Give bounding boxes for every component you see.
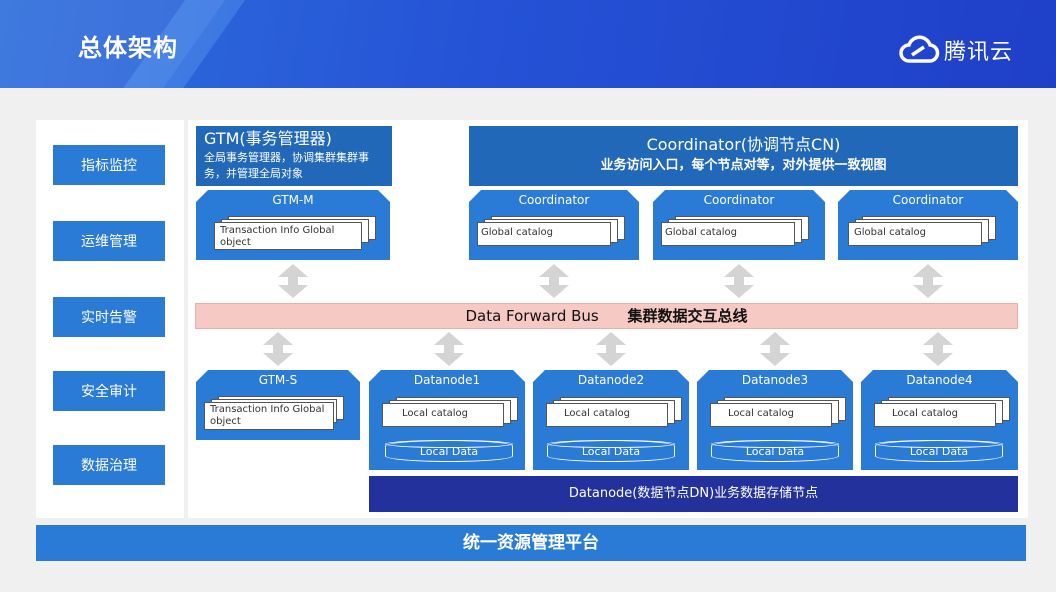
- datanode-title: Datanode2: [577, 373, 645, 387]
- document-icon: [874, 403, 996, 427]
- sidebar-panel: 指标监控 运维管理 实时告警 安全审计 数据治理: [36, 120, 184, 518]
- gtm-title: GTM(事务管理器): [204, 129, 332, 148]
- gtm-description-box: GTM(事务管理器) 全局事务管理器，协调集群集群事务，并管理全局对象: [196, 126, 392, 186]
- bidirectional-arrow-icon: [539, 264, 569, 298]
- document-icon: [382, 403, 504, 427]
- document-icon: [661, 222, 795, 246]
- gtm-m-title: GTM-M: [272, 193, 314, 207]
- document-icon: [204, 402, 334, 430]
- gtm-m-node[interactable]: GTM-M Transaction Info Global object: [196, 190, 390, 260]
- datanode-doc-label: Local catalog: [402, 408, 469, 419]
- coordinator-group-title: Coordinator(协调节点CN): [646, 135, 841, 154]
- datanode[interactable]: Datanode1 Local catalog Local Data: [369, 370, 525, 470]
- document-icon: [477, 222, 611, 246]
- document-icon: [214, 222, 362, 250]
- header-banner: [0, 0, 1056, 88]
- coordinator-doc-label: Global catalog: [481, 227, 553, 238]
- document-icon: [546, 403, 668, 427]
- database-icon: Local Data: [711, 440, 839, 462]
- document-icon: [710, 403, 832, 427]
- sidebar-item-data-governance[interactable]: 数据治理: [53, 445, 165, 485]
- database-icon: Local Data: [547, 440, 675, 462]
- coordinator-description-box: Coordinator(协调节点CN) 业务访问入口，每个节点对等，对外提供一致…: [469, 126, 1018, 186]
- datanode[interactable]: Datanode3 Local catalog Local Data: [697, 370, 853, 470]
- data-forward-bus: Data Forward Bus 集群数据交互总线: [195, 303, 1018, 329]
- bidirectional-arrow-icon: [434, 332, 464, 366]
- bus-label-zh: 集群数据交互总线: [627, 307, 748, 325]
- document-icon: [848, 222, 982, 246]
- bus-label-en: Data Forward Bus: [465, 307, 599, 325]
- bidirectional-arrow-icon: [278, 264, 308, 298]
- bidirectional-arrow-icon: [596, 332, 626, 366]
- bidirectional-arrow-icon: [724, 264, 754, 298]
- datanode[interactable]: Datanode4 Local catalog Local Data: [861, 370, 1018, 470]
- gtm-s-node[interactable]: GTM-S Transaction Info Global object: [196, 370, 360, 440]
- coordinator-node[interactable]: Coordinator Global catalog: [653, 190, 825, 260]
- datanode-doc-label: Local catalog: [564, 408, 631, 419]
- gtm-s-doc-label: Transaction Info Global object: [210, 404, 325, 427]
- gtm-description: 全局事务管理器，协调集群集群事务，并管理全局对象: [204, 151, 369, 180]
- database-icon: Local Data: [385, 440, 513, 462]
- datanode[interactable]: Datanode2 Local catalog Local Data: [533, 370, 689, 470]
- datanode-doc-label: Local catalog: [892, 408, 959, 419]
- coordinator-doc-label: Global catalog: [854, 227, 926, 238]
- datanode-title: Datanode1: [413, 373, 481, 387]
- coordinator-node[interactable]: Coordinator Global catalog: [838, 190, 1018, 260]
- bidirectional-arrow-icon: [263, 332, 293, 366]
- datanode-doc-label: Local catalog: [728, 408, 795, 419]
- sidebar-item-realtime-alerts[interactable]: 实时告警: [53, 297, 165, 337]
- page-title: 总体架构: [78, 34, 178, 62]
- datanode-title: Datanode3: [741, 373, 809, 387]
- coordinator-title: Coordinator: [703, 193, 775, 207]
- coordinator-title: Coordinator: [518, 193, 590, 207]
- database-icon: Local Data: [875, 440, 1003, 462]
- logo-text: 腾讯云: [944, 40, 1014, 65]
- tencent-cloud-logo: 腾讯云: [898, 34, 1013, 66]
- gtm-s-title: GTM-S: [258, 373, 298, 387]
- sidebar-item-ops-management[interactable]: 运维管理: [53, 221, 165, 261]
- coordinator-title: Coordinator: [892, 193, 964, 207]
- bidirectional-arrow-icon: [923, 332, 953, 366]
- datanode-description-bar: Datanode(数据节点DN)业务数据存储节点: [369, 476, 1018, 512]
- resource-platform-bar: 统一资源管理平台: [36, 525, 1026, 561]
- coordinator-group-description: 业务访问入口，每个节点对等，对外提供一致视图: [600, 158, 887, 173]
- datanode-title: Datanode4: [906, 373, 973, 387]
- sidebar-item-metrics-monitoring[interactable]: 指标监控: [53, 145, 165, 185]
- bidirectional-arrow-icon: [913, 264, 943, 298]
- bidirectional-arrow-icon: [760, 332, 790, 366]
- coordinator-doc-label: Global catalog: [665, 227, 737, 238]
- sidebar-item-security-audit[interactable]: 安全审计: [53, 371, 165, 411]
- cloud-icon: [899, 35, 940, 63]
- coordinator-node[interactable]: Coordinator Global catalog: [469, 190, 639, 260]
- gtm-m-doc-label: Transaction Info Global object: [220, 225, 335, 248]
